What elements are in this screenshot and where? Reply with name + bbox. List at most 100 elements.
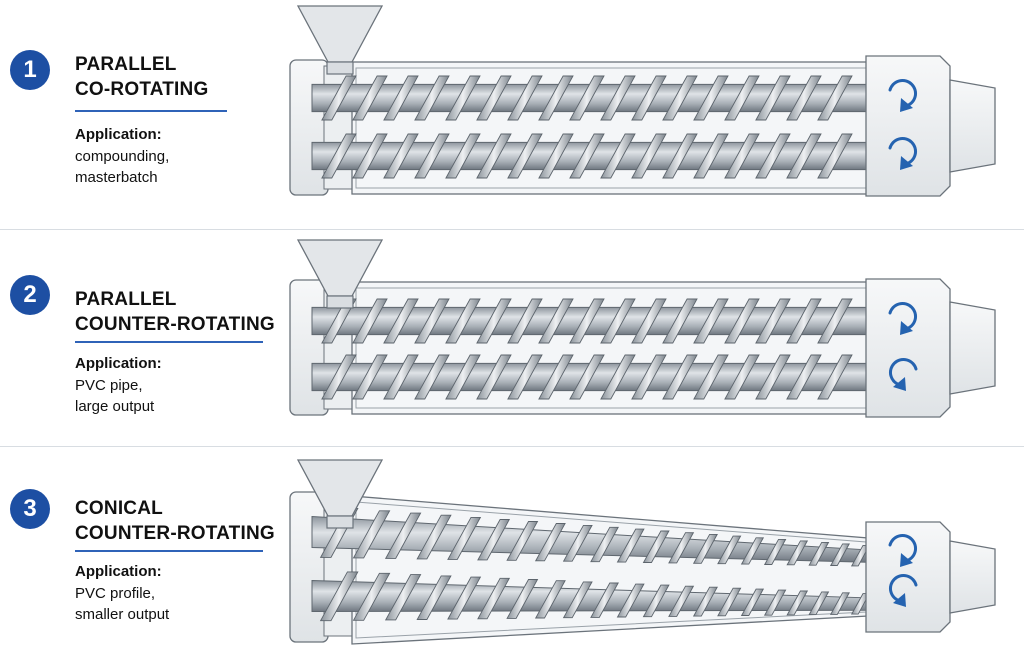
screw-flight bbox=[642, 584, 670, 618]
panel-divider bbox=[0, 229, 1024, 230]
title-underline bbox=[75, 110, 227, 112]
panel-number-badge: 1 bbox=[10, 50, 50, 90]
screw-flight bbox=[476, 75, 512, 121]
screw-flight bbox=[692, 586, 718, 617]
screw-flight bbox=[321, 75, 357, 121]
screw-flight bbox=[477, 519, 511, 561]
hopper-throat bbox=[326, 515, 354, 529]
screw-flight bbox=[755, 354, 791, 400]
screw-flight bbox=[352, 75, 388, 121]
screw-flight bbox=[507, 298, 543, 344]
screw bbox=[311, 75, 867, 121]
screw-flight bbox=[352, 354, 388, 400]
screw-flight bbox=[724, 75, 760, 121]
screw-flight bbox=[445, 133, 481, 179]
application-line-1: PVC profile, bbox=[75, 585, 156, 602]
barrel-end-block bbox=[289, 59, 329, 196]
hopper-icon bbox=[296, 5, 384, 75]
screw-flight bbox=[724, 298, 760, 344]
screw-flight bbox=[808, 541, 830, 566]
screw-flight bbox=[631, 75, 667, 121]
screw-flight bbox=[755, 75, 791, 121]
screw bbox=[311, 298, 867, 344]
screw-flight bbox=[534, 580, 566, 619]
rotation-arrow-head bbox=[900, 98, 913, 112]
rotation-arrow-icon bbox=[888, 78, 918, 112]
screw-flight bbox=[600, 75, 636, 121]
rotation-arrow-path bbox=[888, 357, 918, 387]
screw-flight bbox=[763, 589, 787, 616]
screw-flight bbox=[662, 133, 698, 179]
screw-flight bbox=[569, 354, 605, 400]
screw-flight bbox=[507, 354, 543, 400]
panel-2-text: 2 PARALLEL COUNTER-ROTATING Application:… bbox=[0, 229, 290, 449]
screw-flight bbox=[507, 133, 543, 179]
application-line-1: PVC pipe, bbox=[75, 377, 143, 394]
screw-flight bbox=[538, 133, 574, 179]
rotation-arrow-path bbox=[888, 136, 918, 166]
screw-flight bbox=[416, 514, 452, 560]
screw-flight bbox=[631, 298, 667, 344]
rotation-arrow-icon bbox=[888, 533, 918, 567]
hopper-throat bbox=[326, 295, 354, 309]
screw-flight bbox=[786, 133, 822, 179]
screw-flight bbox=[717, 587, 742, 617]
application-label: Application: bbox=[75, 563, 162, 580]
hopper-icon bbox=[296, 459, 384, 529]
panel-title: CONICAL COUNTER-ROTATING bbox=[75, 496, 275, 546]
panel-number-badge: 2 bbox=[10, 275, 50, 315]
panel-title-line-1: PARALLEL bbox=[75, 289, 177, 310]
screw-flight bbox=[383, 133, 419, 179]
rotation-arrow-path bbox=[888, 301, 918, 331]
panel-title-line-1: PARALLEL bbox=[75, 54, 177, 75]
rotation-arrow-icon bbox=[888, 301, 918, 335]
application-line-2: smaller output bbox=[75, 606, 170, 623]
screw-flight bbox=[590, 526, 619, 563]
screw-flight bbox=[808, 591, 830, 616]
screw-flight bbox=[538, 354, 574, 400]
screw-flight bbox=[506, 521, 539, 561]
screw-flight bbox=[507, 75, 543, 121]
drive-coupling bbox=[949, 301, 996, 395]
screw-flight bbox=[817, 75, 853, 121]
rotation-arrow-head bbox=[893, 593, 906, 607]
panel-divider bbox=[0, 446, 1024, 447]
application-line-1: compounding, bbox=[75, 148, 170, 165]
screw bbox=[311, 571, 871, 622]
screw-flight bbox=[740, 537, 765, 565]
screw-flight bbox=[740, 588, 765, 616]
panel-title-line-1: CONICAL bbox=[75, 498, 163, 519]
conical-barrel bbox=[351, 495, 869, 645]
screw-flight bbox=[786, 354, 822, 400]
screw-flight bbox=[662, 298, 698, 344]
screw-flight bbox=[414, 133, 450, 179]
hopper-funnel bbox=[296, 5, 384, 63]
screw-flight bbox=[447, 516, 482, 560]
screw-flight bbox=[384, 574, 422, 621]
rotation-arrow-path bbox=[888, 78, 918, 108]
twin-screw-extruder-diagram bbox=[289, 5, 996, 197]
panel-title-line-2: COUNTER-ROTATING bbox=[75, 523, 275, 544]
rotation-arrow-head bbox=[900, 321, 913, 335]
screw-flight bbox=[383, 75, 419, 121]
panel-title: PARALLEL CO-ROTATING bbox=[75, 52, 275, 102]
gearbox-housing bbox=[865, 55, 951, 197]
screw-flight bbox=[384, 512, 422, 559]
screw-flight bbox=[693, 75, 729, 121]
screw-flight bbox=[817, 133, 853, 179]
screw-flight bbox=[755, 133, 791, 179]
gearbox-housing bbox=[865, 278, 951, 418]
application-label: Application: bbox=[75, 355, 162, 372]
barrel-end-block bbox=[289, 279, 329, 416]
screw-flight bbox=[786, 590, 809, 616]
screw-flight bbox=[763, 538, 787, 565]
screw-flight bbox=[414, 75, 450, 121]
screw-flight bbox=[383, 354, 419, 400]
screw-flight bbox=[642, 530, 670, 563]
rotation-arrow-path bbox=[888, 533, 918, 563]
panel-3-text: 3 CONICAL COUNTER-ROTATING Application: … bbox=[0, 446, 290, 666]
rotation-arrow-icon bbox=[888, 357, 918, 391]
screw-flight bbox=[817, 354, 853, 400]
screw-flight bbox=[668, 532, 695, 564]
application-line-2: masterbatch bbox=[75, 169, 158, 186]
